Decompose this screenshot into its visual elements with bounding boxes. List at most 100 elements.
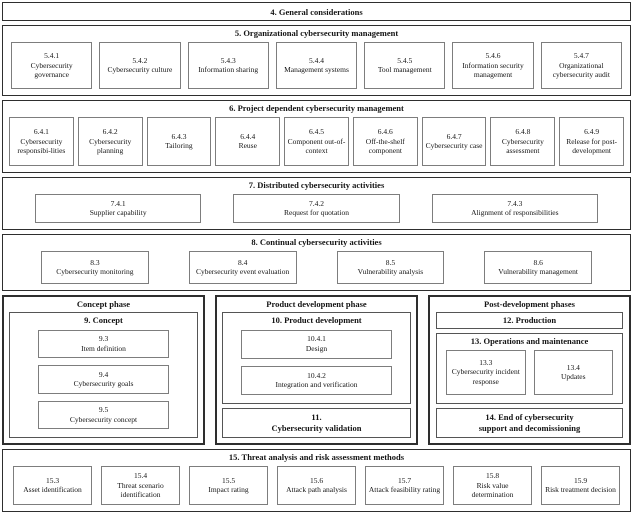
box-number: 9.4 — [98, 369, 109, 379]
box-number: 8.5 — [385, 257, 396, 267]
box-label: Off-the-shelf component — [365, 136, 405, 156]
box-number: 15.4 — [133, 470, 148, 480]
box-label: Request for quotation — [283, 208, 349, 218]
box-label: Vulnerability management — [498, 267, 578, 277]
box-label: Alignment of responsibilities — [471, 208, 559, 218]
box-label: Component out-of-context — [287, 136, 346, 156]
box-number: 5.4.4 — [308, 55, 324, 65]
box-label: Cybersecurity concept — [69, 414, 138, 424]
box-label: Information sharing — [198, 65, 259, 75]
box-label: Vulnerability analysis — [357, 267, 424, 277]
box-label: Item definition — [81, 343, 126, 353]
box-label: Information security management — [462, 60, 524, 80]
box-number: 13.3 — [479, 357, 493, 367]
box-label: Supplier capability — [89, 208, 147, 218]
box-label: Cybersecurity case — [425, 141, 483, 151]
section-organizational-cybersecurity-management: 5. Organizational cybersecurity manageme… — [2, 25, 631, 96]
box-number: 5.4.7 — [573, 50, 589, 60]
box-number: 5.4.1 — [44, 50, 60, 60]
box-number: 6.4.6 — [377, 126, 393, 136]
section-general-considerations: 4. General considerations — [2, 2, 631, 21]
box-label: Impact rating — [208, 485, 249, 495]
box-label: Updates — [560, 372, 586, 382]
box-label: Asset identification — [23, 485, 82, 495]
box-label: 12. Production — [502, 315, 557, 326]
box-label: Cybersecurity assessment — [501, 136, 544, 156]
box-label-line2: support and decomissioning — [478, 423, 581, 433]
box-number: 7.4.1 — [110, 198, 126, 208]
box-label: Risk treatment decision — [545, 485, 616, 495]
box-12-production: 12. Production — [436, 311, 623, 329]
box-label: Cybersecurity monitoring — [56, 267, 134, 277]
box-label: Release for post-development — [566, 136, 618, 156]
section-4-title: 4. General considerations — [270, 6, 363, 17]
box-number: 9.5 — [98, 404, 109, 414]
phase-post-development: Post-development phases 12. Production 1… — [428, 295, 631, 445]
box-label: Design — [305, 344, 328, 354]
section-6-title: 6. Project dependent cybersecurity manag… — [229, 103, 404, 113]
box-number: 13.4 — [566, 362, 580, 372]
box-11-cybersecurity-validation: 11. Cybersecurity validation — [222, 408, 411, 438]
section-project-dependent-cybersecurity-management: 6. Project dependent cybersecurity manag… — [2, 100, 631, 173]
box-number: 5.4.3 — [220, 55, 236, 65]
box-number: 10.4.2 — [307, 370, 326, 380]
section-distributed-cybersecurity-activities: 7. Distributed cybersecurity activities … — [2, 177, 631, 230]
box-label: Threat scenario identification — [117, 480, 164, 500]
box-label: Cybersecurity culture — [107, 65, 173, 75]
box-number: 11. — [311, 411, 322, 422]
box-label: Attack feasibility rating — [368, 485, 441, 495]
box-label: Cybersecurity goals — [73, 379, 134, 389]
box-number: 15.7 — [397, 475, 412, 485]
box-number: 15.3 — [45, 475, 60, 485]
box-number: 15.6 — [309, 475, 324, 485]
box-number: 8.4 — [237, 257, 248, 267]
box-label: Attack path analysis — [286, 485, 347, 495]
box-number: 15.5 — [221, 475, 236, 485]
box-label: Cybersecurity validation — [271, 423, 362, 433]
box-label: Cybersecurity responsibi-lities — [17, 136, 66, 156]
box-label: Reuse — [238, 141, 257, 151]
box-label: Risk value determination — [471, 480, 514, 500]
box-number: 15.8 — [485, 470, 500, 480]
section-7-title: 7. Distributed cybersecurity activities — [248, 180, 385, 190]
box-number: 5.4.6 — [485, 50, 501, 60]
box-label: Cybersecurity incident response — [451, 367, 520, 387]
phase-post-title: Post-development phases — [484, 299, 575, 309]
box-label: Cybersecurity planning — [89, 136, 132, 156]
box-number: 8.6 — [533, 257, 543, 267]
box-label: Management systems — [284, 65, 349, 75]
box-number: 6.4.2 — [102, 126, 118, 136]
box-number: 6.4.5 — [309, 126, 325, 136]
box-label: Cybersecurity event evaluation — [195, 267, 290, 277]
box-label: Cybersecurity governance — [30, 60, 73, 80]
box-9-title: 9. Concept — [84, 314, 123, 325]
